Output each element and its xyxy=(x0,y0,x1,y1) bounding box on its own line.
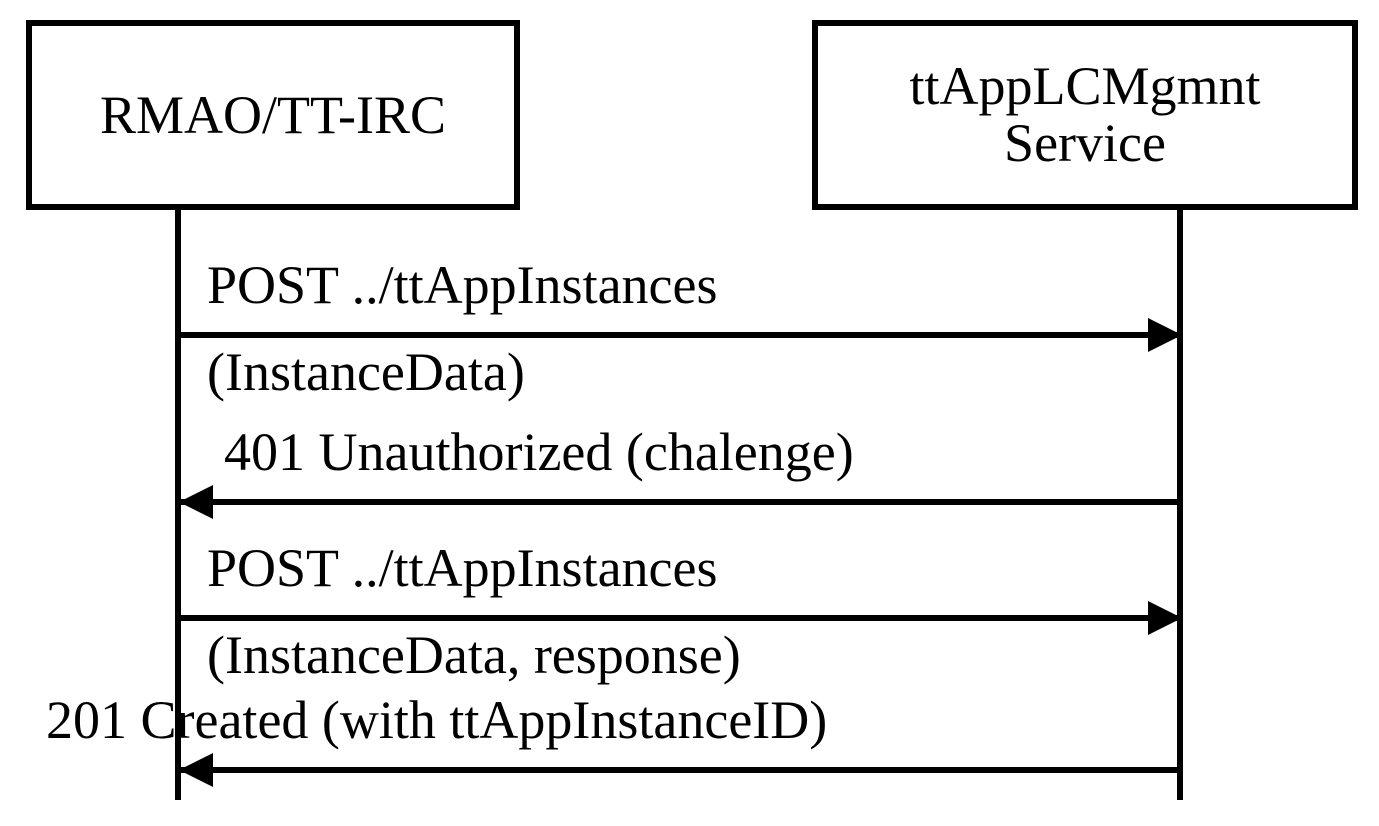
arrowhead-left-icon xyxy=(179,485,213,519)
lifeline-ttapplcmgmnt-service xyxy=(1177,210,1183,800)
message-line xyxy=(181,499,1180,505)
message-label-above-3: POST ../ttAppInstances xyxy=(207,538,718,598)
message-line xyxy=(181,767,1180,773)
message-line xyxy=(181,615,1180,621)
participant-label-ttapplcmgmnt-service: ttAppLCMgmnt Service xyxy=(909,56,1261,173)
participant-label-rmao: RMAO/TT-IRC xyxy=(99,84,447,145)
message-label-below-3: (InstanceData, response) xyxy=(207,625,741,685)
message-label-above-1: POST ../ttAppInstances xyxy=(207,255,718,315)
message-label-above-2: 401 Unauthorized (chalenge) xyxy=(224,422,854,482)
arrowhead-right-icon xyxy=(1148,318,1182,352)
participant-box-rmao: RMAO/TT-IRC xyxy=(26,20,520,210)
arrowhead-right-icon xyxy=(1148,601,1182,635)
message-label-below-1: (InstanceData) xyxy=(207,342,525,402)
message-line xyxy=(181,332,1180,338)
lifeline-rmao xyxy=(175,210,181,800)
arrowhead-left-icon xyxy=(179,753,213,787)
message-label-above-4: 201 Created (with ttAppInstanceID) xyxy=(46,690,828,750)
participant-box-ttapplcmgmnt-service: ttAppLCMgmnt Service xyxy=(812,20,1358,210)
